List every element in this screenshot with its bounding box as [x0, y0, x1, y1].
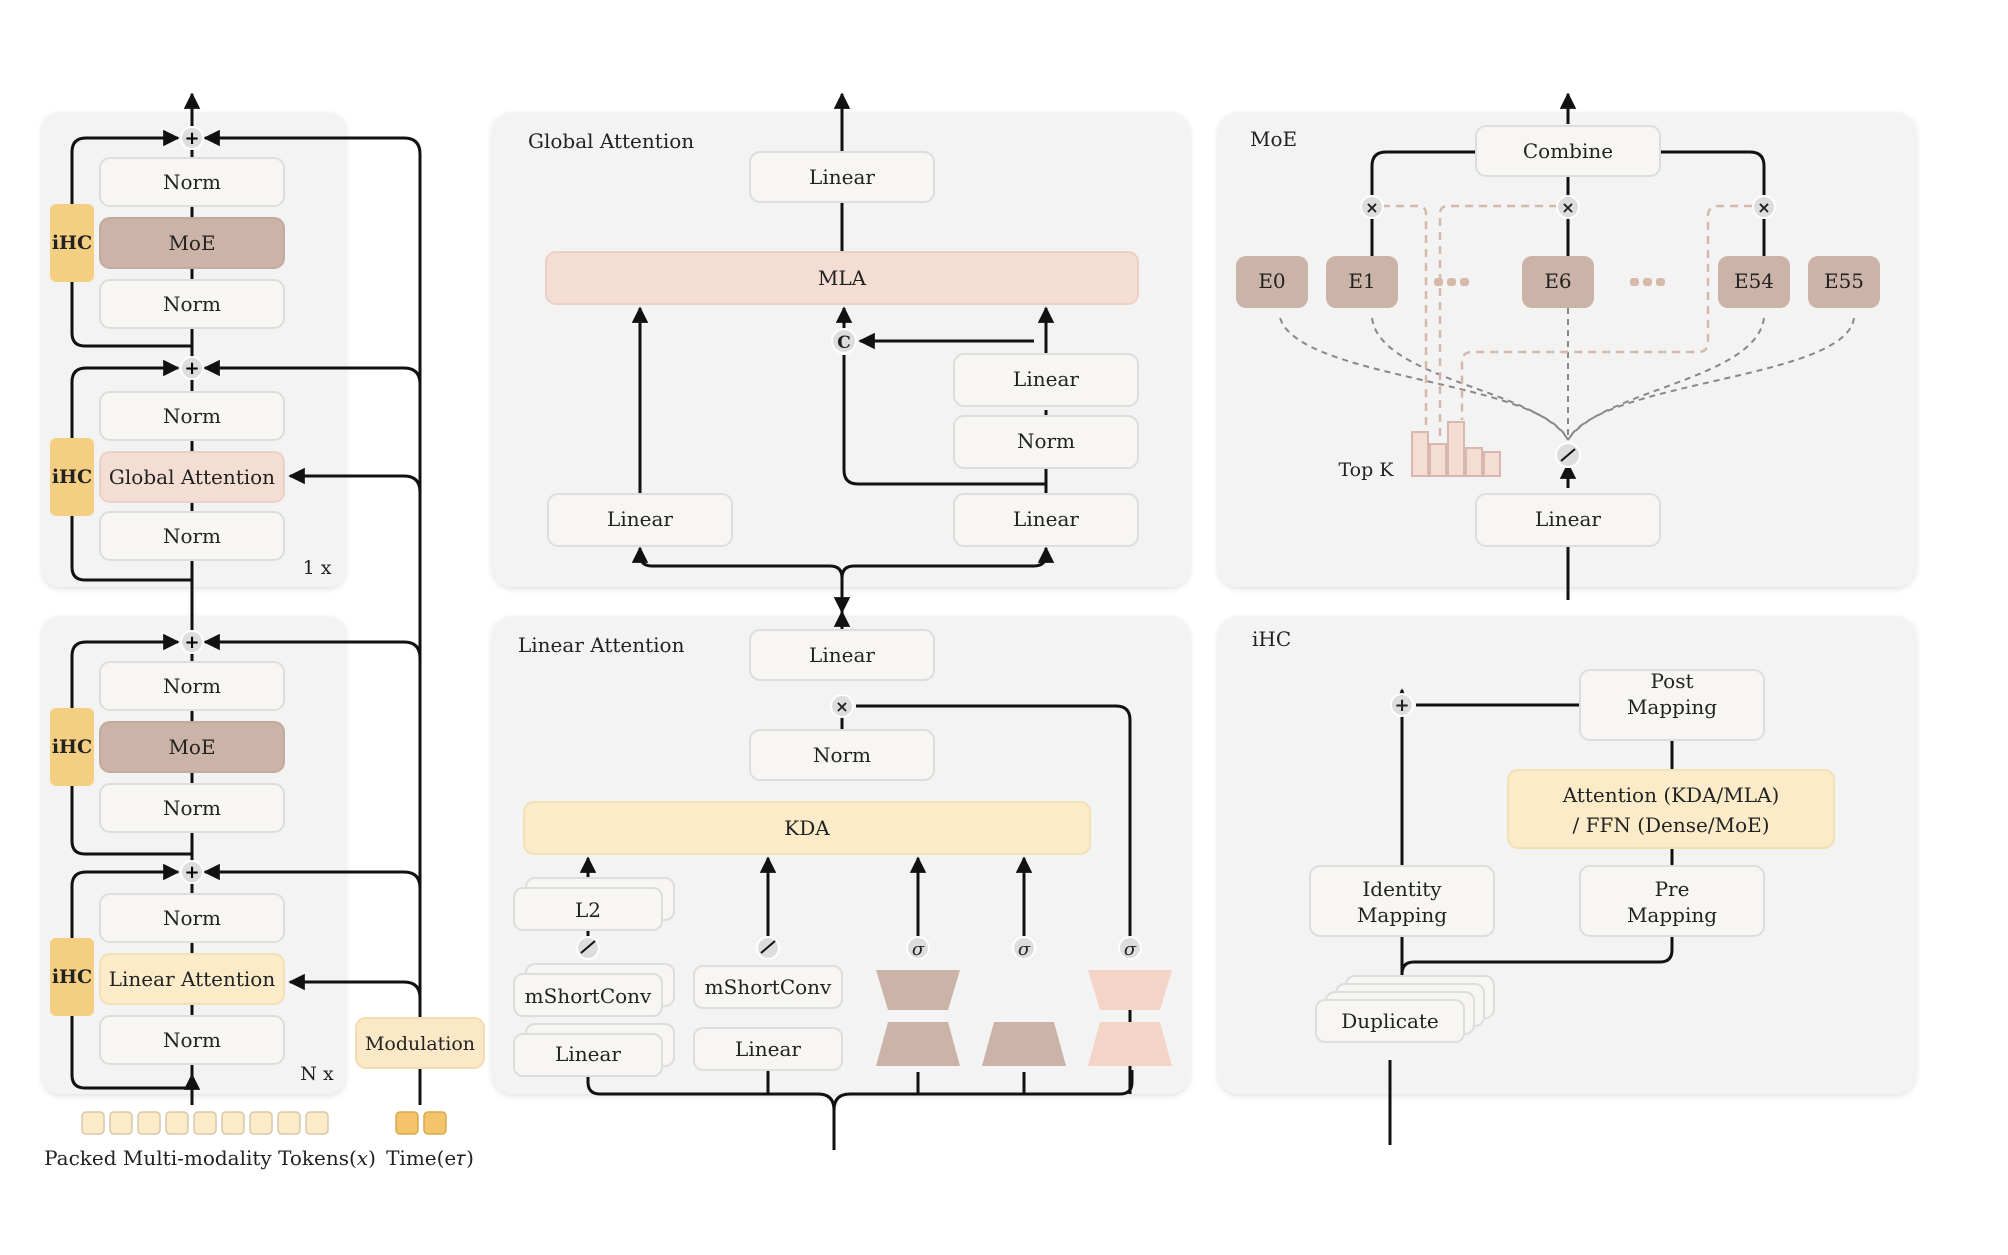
- ga-mla: MLA: [818, 266, 867, 290]
- plus-node: +: [180, 860, 204, 884]
- svg-text:×: ×: [835, 697, 848, 716]
- svg-text:+: +: [184, 128, 199, 149]
- left-plus-nodes: + + + +: [180, 126, 204, 884]
- ga-linear-kv-up: Linear: [1013, 367, 1079, 391]
- la-linear-1: Linear: [555, 1042, 621, 1066]
- plus-node: +: [180, 356, 204, 380]
- lower-repeat-label: N x: [300, 1063, 334, 1085]
- lower-block-boxes: Norm MoE Norm Norm Linear Attention Norm…: [50, 661, 334, 1085]
- token-row: [81, 1111, 329, 1135]
- moe-boxes: MoE Combine × × × E0 E1 E6 E54 E55: [1236, 125, 1880, 547]
- lower-ihc-2: iHC: [52, 966, 92, 988]
- la-linear-2: Linear: [735, 1037, 801, 1061]
- la-sigma-3: σ: [1124, 939, 1137, 960]
- svg-text:×: ×: [1757, 198, 1770, 217]
- la-mshortconv-2: mShortConv: [705, 975, 832, 999]
- svg-text:×: ×: [1561, 198, 1574, 217]
- plus-node: +: [180, 630, 204, 654]
- plus-node: +: [180, 126, 204, 150]
- la-proj-gate-down: [1088, 1022, 1172, 1066]
- lower-moe: MoE: [168, 735, 215, 759]
- ga-linear-q: Linear: [607, 507, 673, 531]
- ga-linear-out: Linear: [809, 165, 875, 189]
- svg-text:+: +: [1394, 695, 1409, 716]
- lower-ihc-1: iHC: [52, 736, 92, 758]
- moe-combine: Combine: [1523, 139, 1613, 163]
- moe-expert-1: E1: [1348, 269, 1375, 293]
- time-label: Time(e𝜏): [386, 1146, 474, 1170]
- ihc-title: iHC: [1252, 627, 1291, 651]
- upper-norm-mid: Norm: [163, 292, 221, 316]
- moe-expert-6: E6: [1544, 269, 1571, 293]
- moe-topk-histogram: [1411, 421, 1501, 477]
- la-proj-beta-up: [876, 970, 960, 1010]
- la-mshortconv-1: mShortConv: [525, 984, 652, 1008]
- upper-norm-a: Norm: [163, 404, 221, 428]
- upper-block-boxes: Norm MoE Norm Norm Global Attention Norm…: [50, 157, 332, 579]
- modulation-box: Modulation: [365, 1033, 475, 1055]
- svg-text:+: +: [184, 358, 199, 379]
- moe-topk-label: Top K: [1338, 459, 1394, 481]
- lower-norm-mid: Norm: [163, 796, 221, 820]
- ihc-duplicate: Duplicate: [1341, 1009, 1439, 1033]
- ga-norm: Norm: [1017, 429, 1075, 453]
- upper-moe: MoE: [168, 231, 215, 255]
- global-attention-title: Global Attention: [528, 129, 694, 153]
- lower-norm-b: Norm: [163, 1028, 221, 1052]
- la-linear-out: Linear: [809, 643, 875, 667]
- la-proj-alpha: [982, 1022, 1066, 1066]
- lower-norm-top: Norm: [163, 674, 221, 698]
- moe-expert-55: E55: [1824, 269, 1864, 293]
- upper-repeat-label: 1 x: [303, 557, 332, 579]
- panel-moe: [1218, 112, 1916, 587]
- svg-text:+: +: [184, 632, 199, 653]
- time-tokens: [395, 1111, 447, 1135]
- moe-title: MoE: [1250, 127, 1297, 151]
- lower-norm-a: Norm: [163, 906, 221, 930]
- svg-text:+: +: [184, 862, 199, 883]
- la-proj-beta-down: [876, 1022, 960, 1066]
- upper-norm-top: Norm: [163, 170, 221, 194]
- la-sigma-2: σ: [1018, 939, 1031, 960]
- ga-linear-kv: Linear: [1013, 507, 1079, 531]
- upper-global-attention: Global Attention: [109, 465, 275, 489]
- la-sigma-1: σ: [912, 939, 925, 960]
- upper-ihc-1: iHC: [52, 232, 92, 254]
- la-norm: Norm: [813, 743, 871, 767]
- moe-ellipsis-2: [1630, 278, 1665, 286]
- la-kda: KDA: [784, 816, 830, 840]
- lower-linear-attention: Linear Attention: [109, 967, 276, 991]
- inputs: Modulation Packed Multi-modality Tokens(…: [44, 1017, 485, 1170]
- la-proj-gate-up: [1088, 970, 1172, 1010]
- tokens-label: Packed Multi-modality Tokens(𝑥): [44, 1146, 376, 1170]
- moe-lines: [1370, 92, 1766, 600]
- ga-concat: C: [837, 333, 851, 353]
- ihc-ffn: / FFN (Dense/MoE): [1572, 813, 1769, 837]
- moe-expert-0: E0: [1258, 269, 1285, 293]
- moe-linear: Linear: [1535, 507, 1601, 531]
- ihc-attention: Attention (KDA/MLA): [1562, 783, 1780, 807]
- linear-attention-title: Linear Attention: [518, 633, 685, 657]
- la-l2: L2: [575, 898, 601, 922]
- moe-ellipsis-1: [1434, 278, 1469, 286]
- linear-attention-boxes: Linear Attention Linear × Norm KDA L2 mS…: [513, 629, 1172, 1077]
- upper-norm-b: Norm: [163, 524, 221, 548]
- upper-ihc-2: iHC: [52, 466, 92, 488]
- moe-dashed: [1279, 204, 1855, 441]
- svg-text:×: ×: [1365, 198, 1378, 217]
- global-attention-boxes: Global Attention Linear MLA Linear Norm …: [528, 129, 1139, 547]
- moe-expert-54: E54: [1734, 269, 1774, 293]
